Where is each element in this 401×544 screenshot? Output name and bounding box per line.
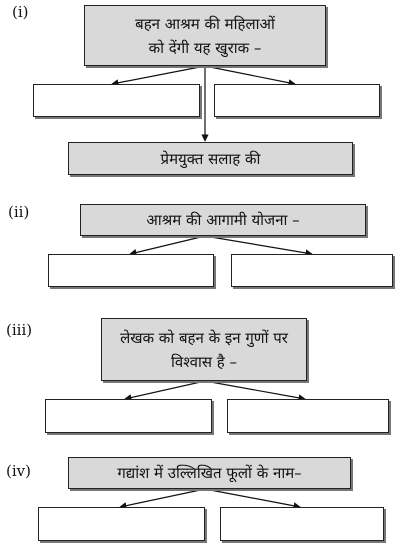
q4-answer-box-left[interactable] [38,507,205,541]
q3-answer-box-right[interactable] [227,399,389,433]
q2-answer-box-left[interactable] [48,254,214,287]
arrow-q1-right [204,65,296,87]
arrow-q3-left [124,380,206,402]
question-label-iii: (iii) [6,321,33,339]
q4-answer-box-right[interactable] [220,507,384,541]
arrow-q4-right [204,488,301,510]
arrow-q4-left [119,488,206,510]
q1-result-box: प्रेमयुक्त सलाह की [68,142,353,175]
q2-answer-box-right[interactable] [231,254,393,287]
question-label-iv: (iv) [6,462,31,480]
q2-prompt-box: आश्रम की आगामी योजना – [80,204,366,236]
q3-prompt-box: लेखक को बहन के इन गुणों पर विश्वास है – [101,318,307,381]
q1-answer-box-left[interactable] [33,84,200,117]
arrow-q1-left [111,65,206,87]
q3-prompt-line1: लेखक को बहन के इन गुणों पर [120,328,288,347]
q1-answer-box-right[interactable] [214,84,380,117]
q1-prompt-line2: को देंगी यह खुराक – [148,38,262,57]
q1-prompt-line1: बहन आश्रम की महिलाओं [135,14,275,33]
q2-prompt-text: आश्रम की आगामी योजना – [146,211,300,229]
q4-prompt-text: गद्यांश में उल्लिखित फूलों के नाम– [117,464,302,482]
arrow-q3-right [204,380,306,402]
question-label-i: (i) [12,3,29,21]
q4-prompt-box: गद्यांश में उल्लिखित फूलों के नाम– [68,457,351,489]
arrow-q2-right [204,235,313,257]
q1-result-text: प्रेमयुक्त सलाह की [160,149,261,168]
q3-answer-box-left[interactable] [45,399,212,433]
arrow-q2-left [129,235,206,256]
q1-prompt-box: बहन आश्रम की महिलाओं को देंगी यह खुराक – [84,5,326,66]
question-label-ii: (ii) [8,203,30,221]
q3-prompt-line2: विश्वास है – [171,352,237,371]
